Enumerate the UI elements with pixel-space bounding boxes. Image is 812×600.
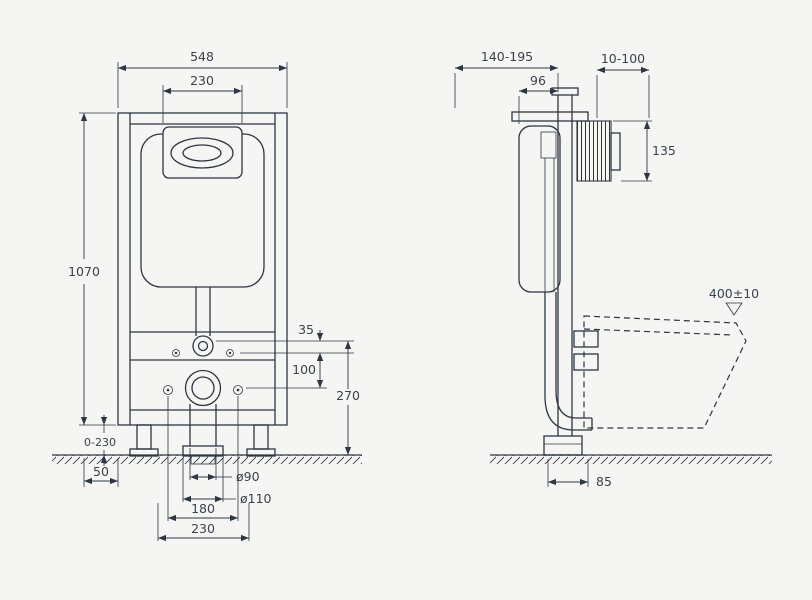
dim-plate-height: 135 [613, 120, 676, 182]
frame-profile [511, 87, 589, 436]
dim-pipe-diameter: ø90 [189, 448, 260, 484]
dim-seat-height-label: 400±10 [709, 286, 759, 301]
cistern-side [518, 125, 561, 293]
dim-35-label: 35 [298, 322, 314, 337]
dim-flange-diameter: ø110 [182, 458, 272, 506]
dim-plate-width-label: 230 [190, 73, 214, 88]
side-view: 400±10 140-195 96 10-100 135 [454, 49, 772, 489]
dim-base-width: 230 [157, 503, 250, 542]
dim-cistern-depth: 96 [518, 73, 558, 124]
dim-wall-range-label: 10-100 [601, 51, 645, 66]
flush-plate-front [162, 126, 243, 179]
dim-wall-range: 10-100 [596, 51, 650, 118]
dim-depth-range: 140-195 [454, 49, 559, 108]
dim-side-offset-label: 50 [93, 464, 109, 479]
dim-bolt-spacing-label: 180 [191, 501, 215, 516]
dim-270-label: 270 [336, 388, 360, 403]
dim-bolt-spacing: 180 [167, 396, 239, 522]
seat-height-marker: 400±10 [709, 286, 759, 316]
dim-plate-height-label: 135 [652, 143, 676, 158]
actuator-wall-section [576, 120, 621, 182]
dim-side-offset: 50 [83, 458, 119, 487]
front-view: 548 230 1070 0-230 [52, 49, 362, 542]
dim-right-stack: 35 100 270 [216, 322, 360, 455]
dim-depth-range-label: 140-195 [481, 49, 533, 64]
dim-front-width: 548 [117, 49, 288, 108]
toilet-bowl-outline [583, 315, 747, 429]
dim-front-height: 1070 [68, 112, 116, 426]
dim-100-label: 100 [292, 362, 316, 377]
dim-front-width-label: 548 [190, 49, 214, 64]
drain-side [543, 292, 599, 456]
dim-base-width-label: 230 [191, 521, 215, 536]
connections-front [163, 335, 243, 465]
dim-foot-adjust-label: 0-230 [84, 436, 116, 449]
dim-front-height-label: 1070 [68, 264, 100, 279]
datum-triangle-icon [725, 302, 743, 316]
dim-flange-diameter-label: ø110 [240, 491, 272, 506]
dim-cistern-depth-label: 96 [530, 73, 546, 88]
dim-foot-adjust: 0-230 [84, 415, 116, 466]
dim-outlet-offset-label: 85 [596, 474, 612, 489]
dim-outlet-offset: 85 [547, 459, 612, 489]
frame-structure [117, 112, 288, 457]
dim-pipe-diameter-label: ø90 [236, 469, 260, 484]
dim-plate-width: 230 [162, 73, 243, 123]
ground-line-side [490, 454, 772, 464]
